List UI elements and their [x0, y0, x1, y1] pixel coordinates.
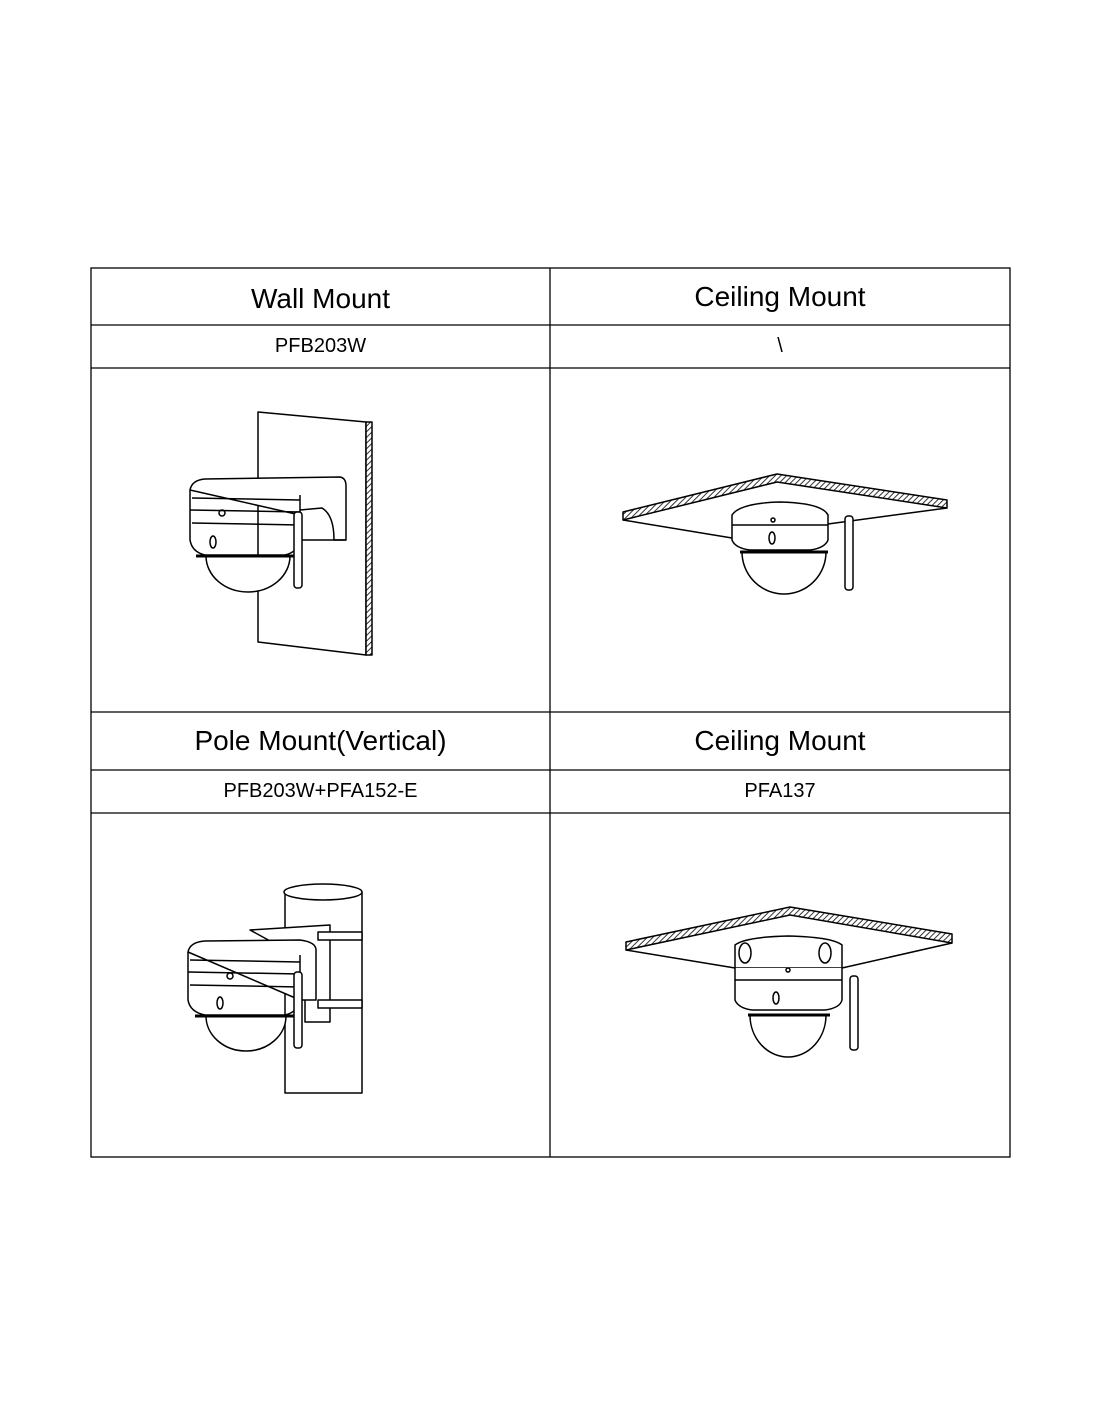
- ceiling-mount-2-model: PFA137: [744, 780, 816, 802]
- ceiling-mount-illustration: [622, 473, 948, 595]
- ceiling-mount-2-illustration: [625, 906, 953, 1058]
- wall-mount-illustration: [189, 411, 373, 656]
- wall-mount-title: Wall Mount: [250, 282, 390, 314]
- pole-mount-model: PFB203W+PFA152-E: [223, 780, 418, 802]
- ceiling-mount-2-title: Ceiling Mount: [694, 725, 866, 756]
- pole-mount-title: Pole Mount(Vertical): [194, 725, 447, 756]
- ceiling-mount-title: Ceiling Mount: [694, 280, 866, 312]
- ceiling-mount-model: \: [777, 335, 783, 357]
- wall-mount-model: PFB203W: [274, 335, 367, 357]
- pole-mount-illustration: [187, 883, 363, 1094]
